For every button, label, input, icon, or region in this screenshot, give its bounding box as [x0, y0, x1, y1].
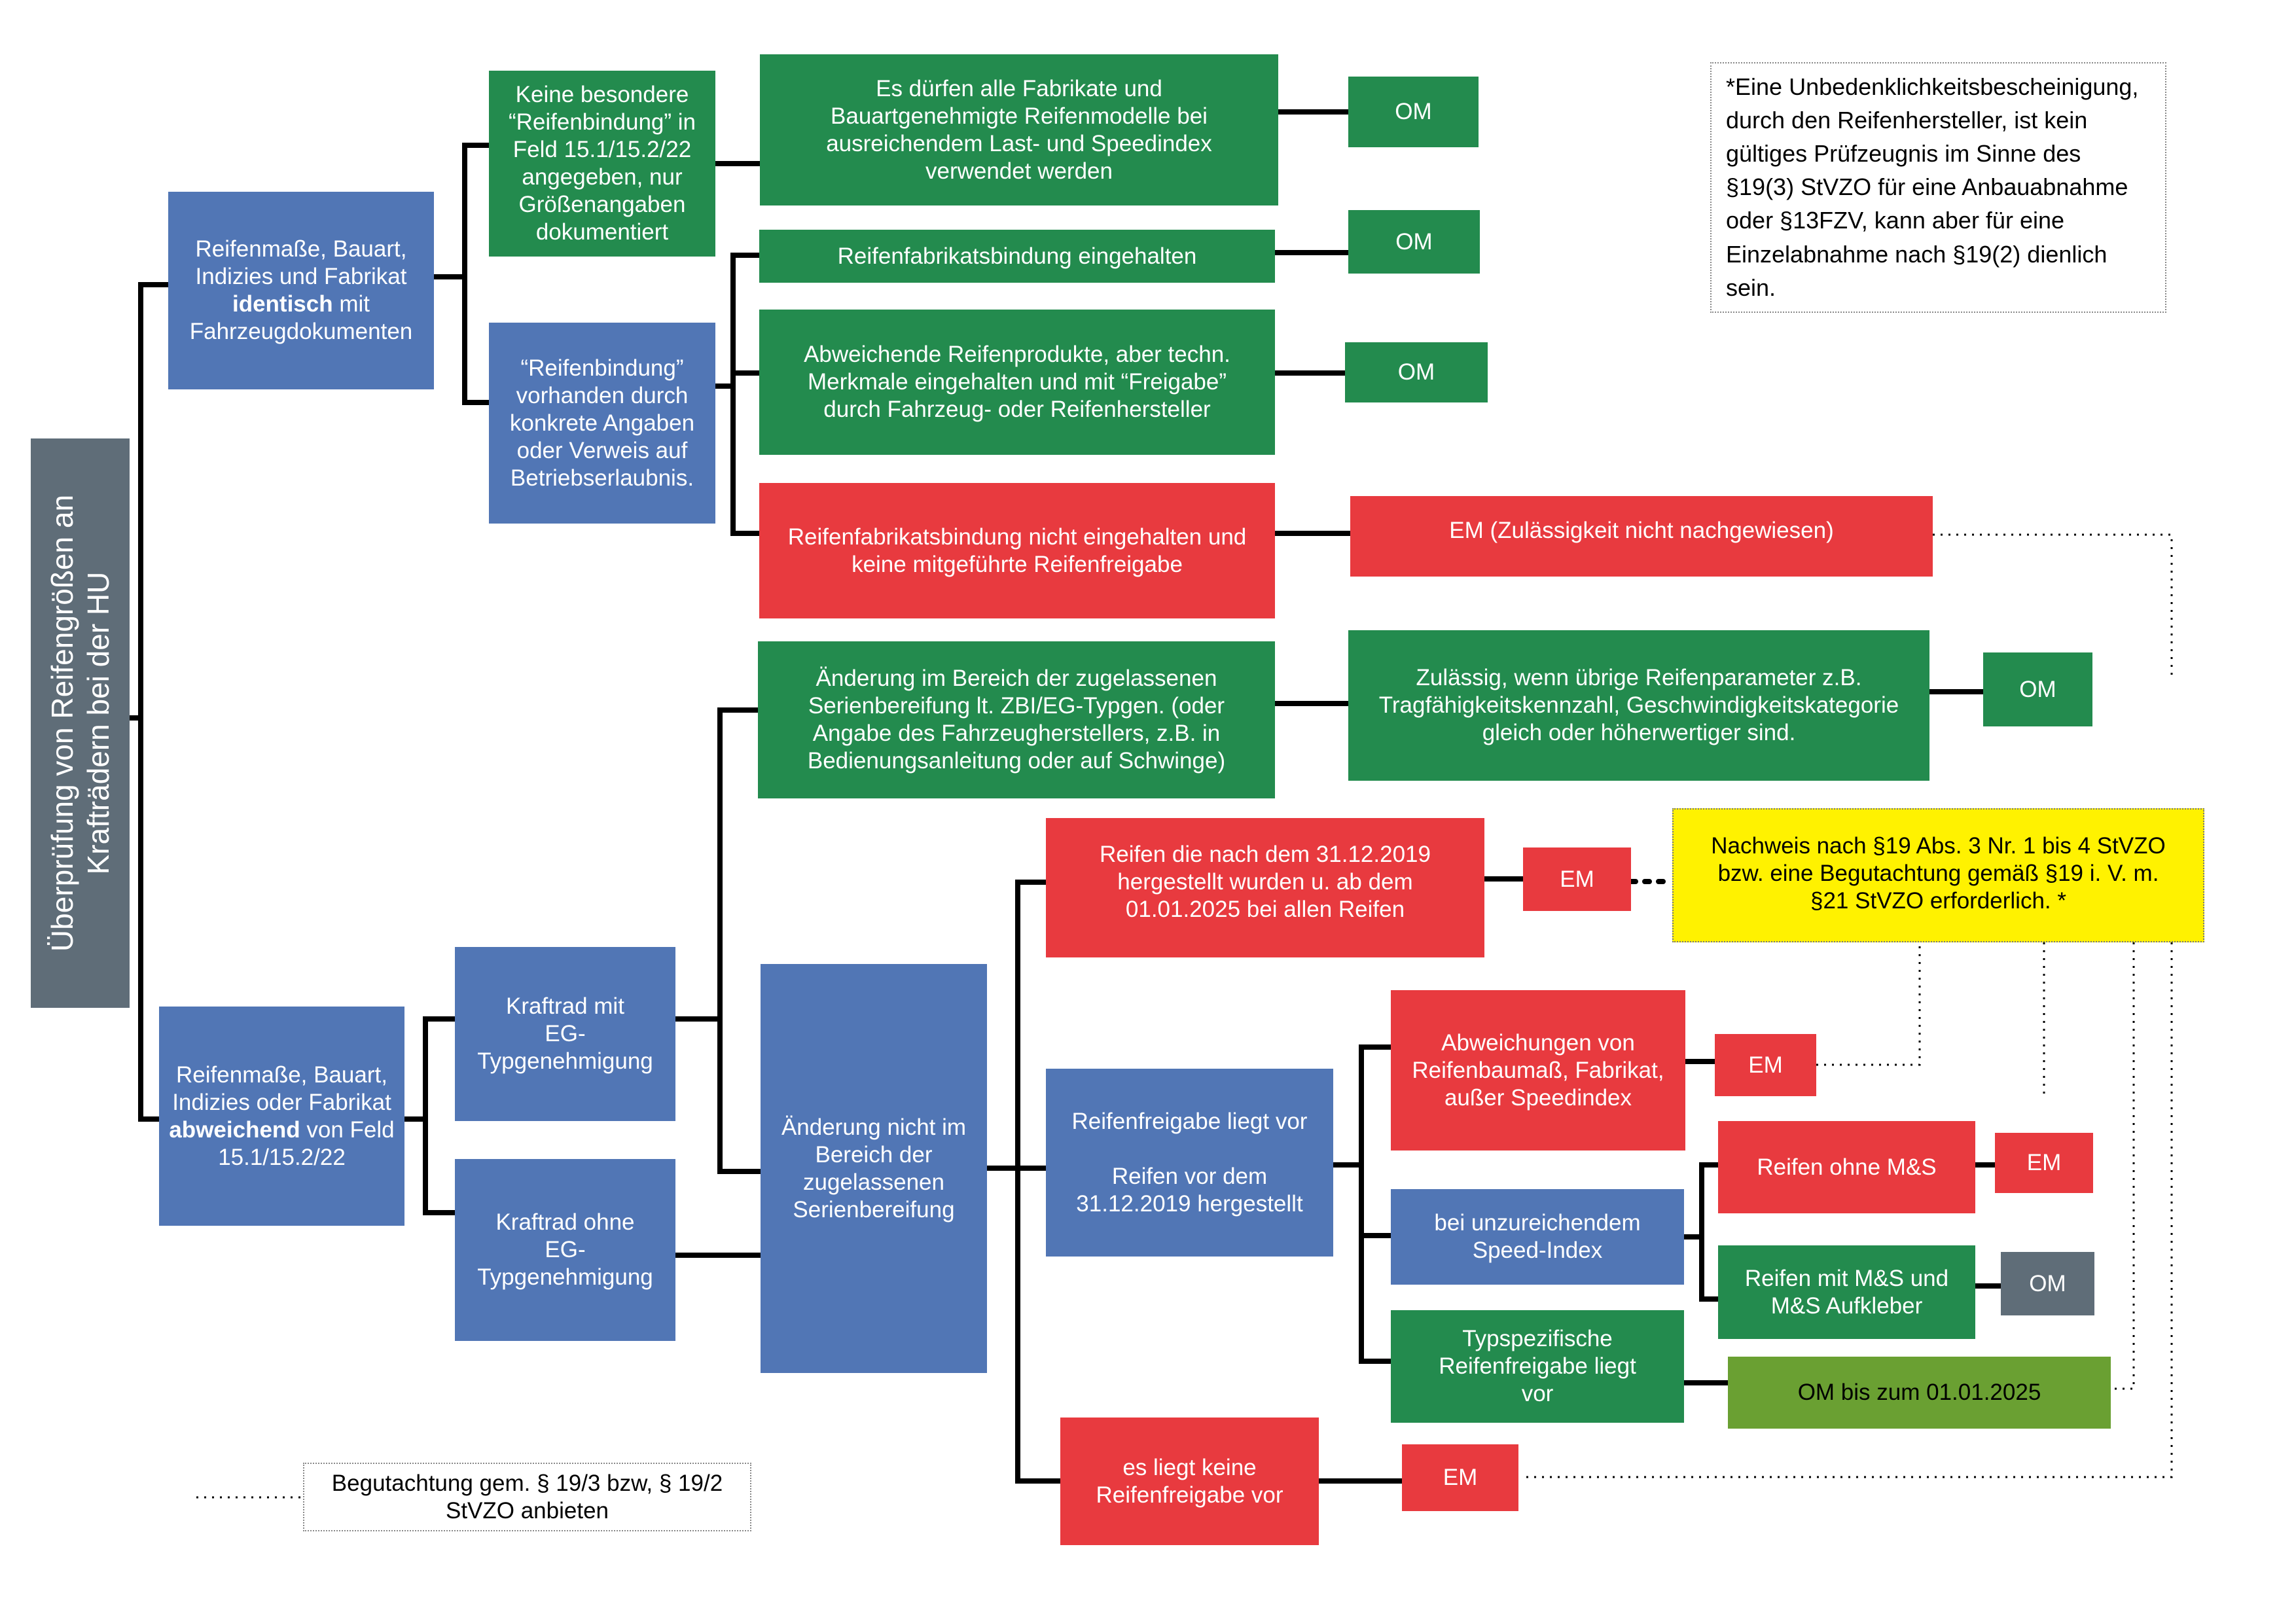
identical-text: Reifenmaße, Bauart, Indizies und Fabrika…	[189, 236, 413, 344]
release-present-box: Reifenfreigabe liegt vor Reifen vor dem …	[1046, 1069, 1333, 1257]
proof-needed-box: Nachweis nach §19 Abs. 3 Nr. 1 bis 4 StV…	[1672, 808, 2204, 942]
om-until-box: OM bis zum 01.01.2025	[1728, 1357, 2111, 1429]
em-box-4: EM	[1402, 1444, 1518, 1511]
permitted-if-box: Zulässig, wenn übrige Reifenparameter z.…	[1348, 630, 1929, 781]
footnote-box: *Eine Unbedenklichkeitsbescheinigung, du…	[1710, 62, 2166, 313]
deviating-products-box: Abweichende Reifenprodukte, aber techn. …	[759, 310, 1275, 455]
om-box-3: OM	[1345, 342, 1488, 402]
after-2019-box: Reifen die nach dem 31.12.2019 hergestel…	[1046, 818, 1484, 957]
om-box-4: OM	[1983, 652, 2092, 726]
om-box-2: OM	[1348, 210, 1480, 274]
em-not-proven-box: EM (Zulässigkeit nicht nachgewiesen)	[1350, 496, 1933, 577]
change-in-range-box: Änderung im Bereich der zugelassenen Ser…	[758, 641, 1275, 798]
binding-kept-box: Reifenfabrikatsbindung eingehalten	[759, 230, 1275, 283]
root-title: Überprüfung von Reifengrößen an Krafträd…	[45, 494, 115, 952]
binding-not-kept-box: Reifenfabrikatsbindung nicht eingehalten…	[759, 483, 1275, 618]
deviating-box: Reifenmaße, Bauart, Indizies oder Fabrik…	[159, 1007, 404, 1226]
no-release-box: es liegt keine Reifenfreigabe vor	[1060, 1418, 1319, 1545]
all-makes-box: Es dürfen alle Fabrikate und Bauartgeneh…	[760, 54, 1278, 205]
identical-box: Reifenmaße, Bauart, Indizies und Fabrika…	[168, 192, 434, 389]
binding-present-box: “Reifenbindung” vorhanden durch konkrete…	[489, 323, 715, 524]
om-box-1: OM	[1348, 77, 1479, 147]
deviating-text: Reifenmaße, Bauart, Indizies oder Fabrik…	[169, 1061, 395, 1170]
em-box-2: EM	[1715, 1034, 1816, 1096]
no-binding-box: Keine besondere “Reifenbindung” in Feld …	[489, 71, 715, 257]
without-ec-box: Kraftrad ohne EG- Typgenehmigung	[455, 1159, 675, 1341]
with-ms-box: Reifen mit M&S und M&S Aufkleber	[1718, 1245, 1975, 1339]
without-ms-box: Reifen ohne M&S	[1718, 1121, 1975, 1213]
root-title-box: Überprüfung von Reifengrößen an Krafträd…	[31, 438, 130, 1008]
om-box-5: OM	[2001, 1252, 2094, 1315]
change-not-in-range-box: Änderung nicht im Bereich der zugelassen…	[761, 964, 987, 1373]
deviations-box: Abweichungen von Reifenbaumaß, Fabrikat,…	[1391, 990, 1685, 1150]
with-ec-box: Kraftrad mit EG- Typgenehmigung	[455, 947, 675, 1121]
insufficient-speed-box: bei unzureichendem Speed-Index	[1391, 1189, 1684, 1285]
legend-box: Begutachtung gem. § 19/3 bzw, § 19/2 StV…	[303, 1463, 751, 1531]
em-box-3: EM	[1995, 1133, 2093, 1193]
type-release-box: Typspezifische Reifenfreigabe liegt vor	[1391, 1310, 1684, 1423]
em-box-1: EM	[1523, 847, 1631, 911]
